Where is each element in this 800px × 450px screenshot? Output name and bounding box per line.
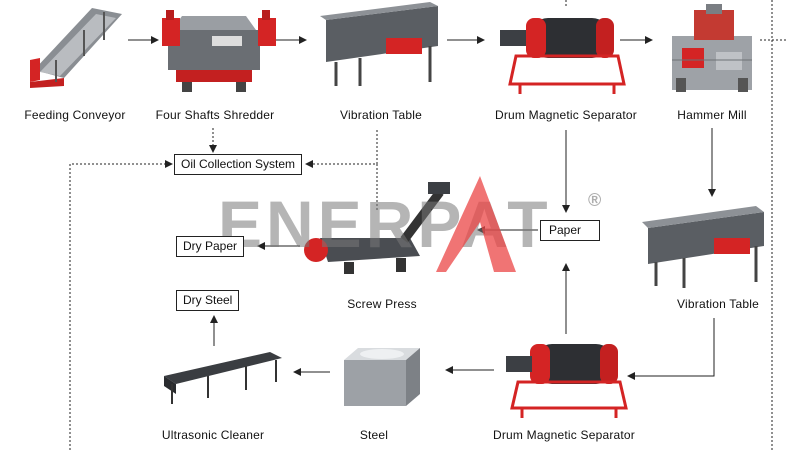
drum-magnetic-separator-1-image — [500, 18, 626, 94]
box-oil-collection-system: Oil Collection System — [174, 154, 303, 175]
ultrasonic-cleaner-image — [164, 352, 282, 404]
arrow-loop-to-oil — [69, 160, 173, 450]
label-drum-magnetic-separator-1: Drum Magnetic Separator — [495, 108, 637, 122]
label-vibration-table-1: Vibration Table — [340, 108, 422, 122]
steel-image — [344, 348, 420, 406]
hammer-mill-image — [672, 4, 752, 92]
label-feeding-conveyor: Feeding Conveyor — [24, 108, 126, 122]
label-steel: Steel — [359, 428, 389, 442]
arrow-vibration2-to-drum2 — [627, 318, 715, 380]
four-shafts-shredder-image — [162, 10, 276, 92]
label-hammer-mill: Hammer Mill — [677, 108, 747, 122]
label-four-shafts-shredder: Four Shafts Shredder — [155, 108, 275, 122]
label-drum-magnetic-separator-2: Drum Magnetic Separator — [493, 428, 635, 442]
label-screw-press: Screw Press — [347, 297, 417, 311]
drum-magnetic-separator-2-image — [506, 344, 628, 418]
box-paper: Paper — [540, 220, 601, 241]
screw-press-image — [304, 182, 450, 274]
box-dry-paper: Dry Paper — [176, 236, 245, 257]
label-vibration-table-2: Vibration Table — [677, 297, 759, 311]
vibration-table-1-image — [320, 2, 438, 86]
box-dry-steel: Dry Steel — [176, 290, 240, 311]
label-ultrasonic-cleaner: Ultrasonic Cleaner — [161, 428, 265, 442]
vibration-table-2-image — [642, 206, 764, 288]
feeding-conveyor-image — [30, 8, 122, 88]
